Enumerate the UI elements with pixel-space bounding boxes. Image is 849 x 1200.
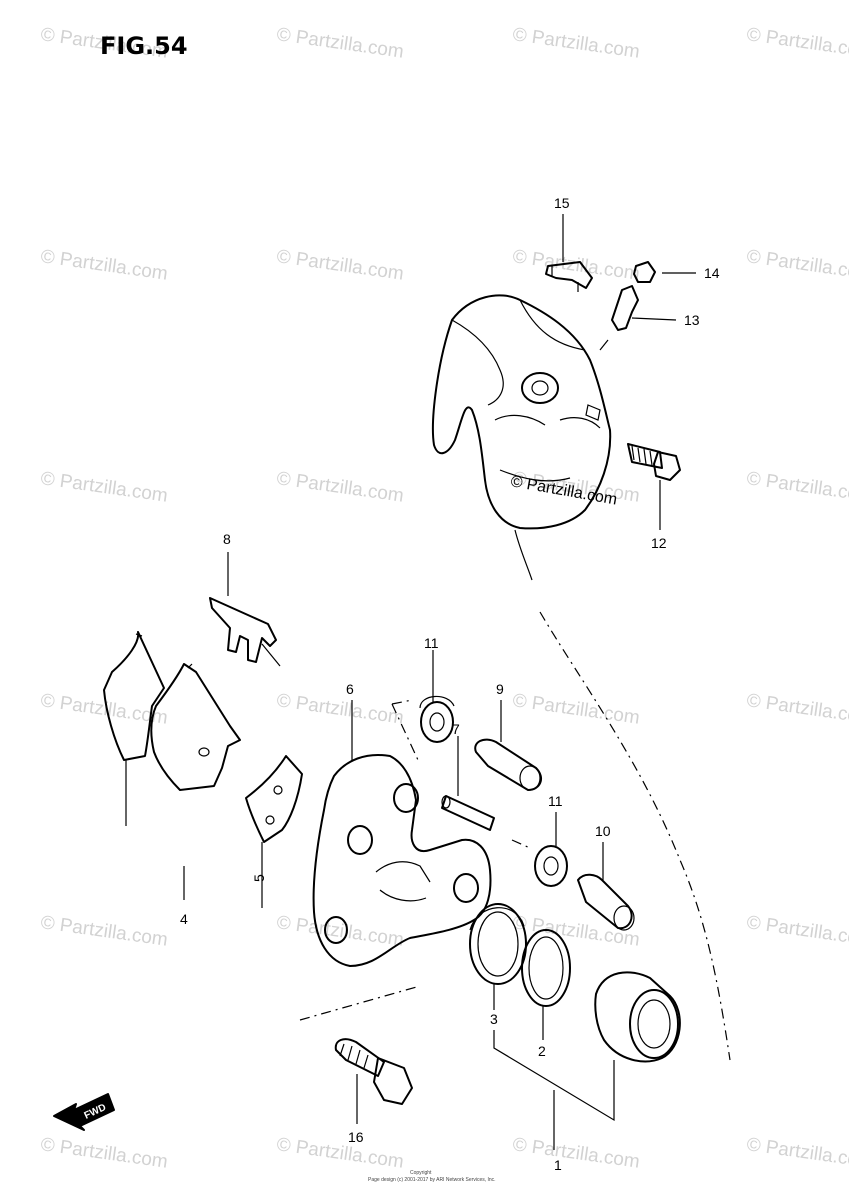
bleeder-valve-icon bbox=[599, 285, 639, 351]
leader-11a-dash bbox=[391, 699, 419, 761]
watermark-tile: © Partzilla.com bbox=[745, 690, 849, 729]
assembly-line-bottom bbox=[299, 985, 421, 1021]
bleeder-boot-icon bbox=[633, 261, 656, 283]
callout-labels: 1 2 3 4 5 6 7 8 9 10 11 11 12 13 14 15 1… bbox=[180, 195, 720, 1173]
callout-11-lower: 11 bbox=[548, 793, 563, 809]
watermark-tile: © Partzilla.com bbox=[275, 24, 405, 63]
watermark-tile: © Partzilla.com bbox=[39, 1134, 169, 1173]
watermark-tile: © Partzilla.com bbox=[511, 690, 641, 729]
bracket-hole-side bbox=[453, 873, 479, 903]
piston-seal-icon bbox=[521, 929, 571, 1007]
caliper-piston-icon bbox=[594, 971, 681, 1063]
leader-body-to-lower bbox=[514, 529, 533, 581]
callout-2: 2 bbox=[538, 1043, 546, 1059]
footer-ari: Page design (c) 2001-2017 by ARI Network… bbox=[368, 1177, 496, 1183]
watermark-tile: © Partzilla.com bbox=[275, 690, 405, 729]
guide-bolt-icon bbox=[577, 873, 635, 931]
caliper-bracket-icon bbox=[312, 754, 492, 967]
guide-sleeve-icon bbox=[474, 738, 543, 791]
pad-spring-lower-icon bbox=[209, 597, 281, 667]
caliper-body-upper bbox=[431, 294, 612, 530]
watermark-tile: © Partzilla.com bbox=[511, 246, 641, 285]
watermark-tile: © Partzilla.com bbox=[511, 912, 641, 951]
bracket-boot-upper-icon bbox=[419, 695, 455, 743]
pad-spring-upper-icon bbox=[545, 261, 593, 292]
leader-11b-dash bbox=[511, 839, 531, 849]
watermark-tile: © Partzilla.com bbox=[275, 468, 405, 507]
watermark-tile: © Partzilla.com bbox=[275, 1134, 405, 1173]
callout-6: 6 bbox=[346, 681, 354, 697]
watermark-tile: © Partzilla.com bbox=[745, 468, 849, 507]
mounting-bolt-upper-icon bbox=[627, 443, 681, 481]
watermark-layer: © Partzilla.com © Partzilla.com © Partzill… bbox=[39, 24, 849, 1173]
callout-1: 1 bbox=[554, 1157, 562, 1173]
fwd-direction-arrow-icon: FWD bbox=[53, 1093, 115, 1131]
brake-pad-inner-icon bbox=[103, 631, 165, 761]
leader-13 bbox=[631, 317, 677, 321]
callout-12: 12 bbox=[651, 535, 667, 551]
watermark-tile: © Partzilla.com bbox=[39, 468, 169, 507]
callout-4: 4 bbox=[180, 911, 188, 927]
watermark-tile: © Partzilla.com bbox=[745, 912, 849, 951]
brake-pad-outer-icon bbox=[150, 663, 241, 791]
callout-7: 7 bbox=[452, 721, 460, 737]
watermark-tile: © Partzilla.com bbox=[745, 246, 849, 285]
watermark-tile: © Partzilla.com bbox=[745, 24, 849, 63]
bracket-boot-lower-icon bbox=[534, 845, 568, 887]
mounting-bolt-lower-icon bbox=[334, 1038, 413, 1105]
callout-10: 10 bbox=[595, 823, 611, 839]
caliper-bolt-hole-upper bbox=[521, 372, 559, 404]
footer-copyright: Copyright bbox=[410, 1170, 432, 1176]
watermark-tile: © Partzilla.com bbox=[275, 246, 405, 285]
bracket-hole-lower bbox=[324, 916, 348, 944]
callout-11-upper: 11 bbox=[424, 635, 439, 651]
callout-13: 13 bbox=[684, 312, 700, 328]
leader-1-bracket bbox=[493, 1030, 615, 1122]
assembly-line-right bbox=[539, 611, 731, 1061]
callout-14: 14 bbox=[704, 265, 720, 281]
callout-16: 16 bbox=[348, 1129, 364, 1145]
watermark-tile: © Partzilla.com bbox=[39, 246, 169, 285]
watermark-tile: © Partzilla.com bbox=[511, 1134, 641, 1173]
slide-pin-icon bbox=[441, 795, 495, 831]
figure-title: FIG.54 bbox=[100, 32, 188, 60]
callout-5: 5 bbox=[251, 874, 267, 882]
callout-15: 15 bbox=[554, 195, 570, 211]
watermark-tile: © Partzilla.com bbox=[39, 912, 169, 951]
callout-3: 3 bbox=[490, 1011, 498, 1027]
callout-8: 8 bbox=[223, 531, 231, 547]
dust-seal-icon bbox=[469, 903, 527, 985]
watermark-tile: © Partzilla.com bbox=[511, 24, 641, 63]
watermark-tile: © Partzilla.com bbox=[745, 1134, 849, 1173]
bracket-hole-upper bbox=[347, 825, 373, 855]
bracket-hole-pin bbox=[393, 783, 419, 813]
pad-shim-icon bbox=[245, 755, 303, 843]
callout-9: 9 bbox=[496, 681, 504, 697]
